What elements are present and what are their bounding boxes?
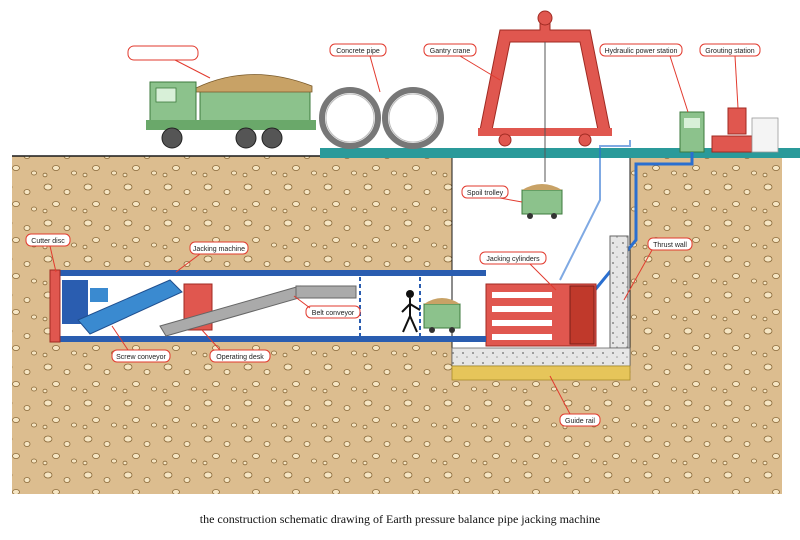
figure-caption: the construction schematic drawing of Ea… (0, 512, 800, 527)
thrust-wall-label: Thrust wall (653, 242, 687, 249)
callout-grouting-station: Grouting station (700, 44, 760, 108)
gantry-crane-label: Gantry crane (430, 48, 471, 55)
thrust-wall (610, 236, 628, 348)
concrete-pipes (322, 90, 441, 146)
grouting-station (712, 108, 778, 152)
callout-truck (128, 46, 210, 78)
grouting-station-label: Grouting station (705, 48, 755, 55)
shaft-floor-slab (452, 348, 630, 366)
screw-conveyor-label: Screw conveyor (116, 354, 166, 361)
truck-wheel (236, 128, 256, 148)
concrete-pipe-label: Concrete pipe (336, 48, 380, 55)
callout-gantry-crane: Gantry crane (424, 44, 500, 80)
hydraulic-power-station-label: Hydraulic power station (605, 48, 678, 55)
tunnel-spoil-trolley (424, 298, 460, 333)
guide-rail (452, 366, 630, 380)
concrete-pipe-ring (322, 90, 378, 146)
soil-body (12, 156, 782, 494)
concrete-pipe-ring (385, 90, 441, 146)
callout-hydraulic-power-station: Hydraulic power station (600, 44, 688, 112)
hydraulic-power-station (680, 112, 704, 152)
cutter-disc (50, 270, 60, 342)
jacking-cylinders (486, 284, 596, 346)
callout-concrete-pipe: Concrete pipe (330, 44, 386, 92)
cutter-disc-label: Cutter disc (31, 238, 65, 245)
jacking-cylinders-label: Jacking cylinders (486, 256, 540, 263)
dump-truck (146, 74, 316, 148)
guide-rail-label: Guide rail (565, 418, 595, 425)
spoil-trolley-label: Spoil trolley (467, 190, 504, 197)
belt-conveyor-label: Belt conveyor (312, 310, 355, 317)
grout-material-stack (752, 118, 778, 152)
truck-wheel (162, 128, 182, 148)
operating-desk-label: Operating desk (216, 354, 264, 361)
spoil-trolley-hanging (522, 184, 562, 219)
truck-load (196, 74, 312, 92)
truck-wheel (262, 128, 282, 148)
jacking-machine-label: Jacking machine (193, 246, 245, 253)
